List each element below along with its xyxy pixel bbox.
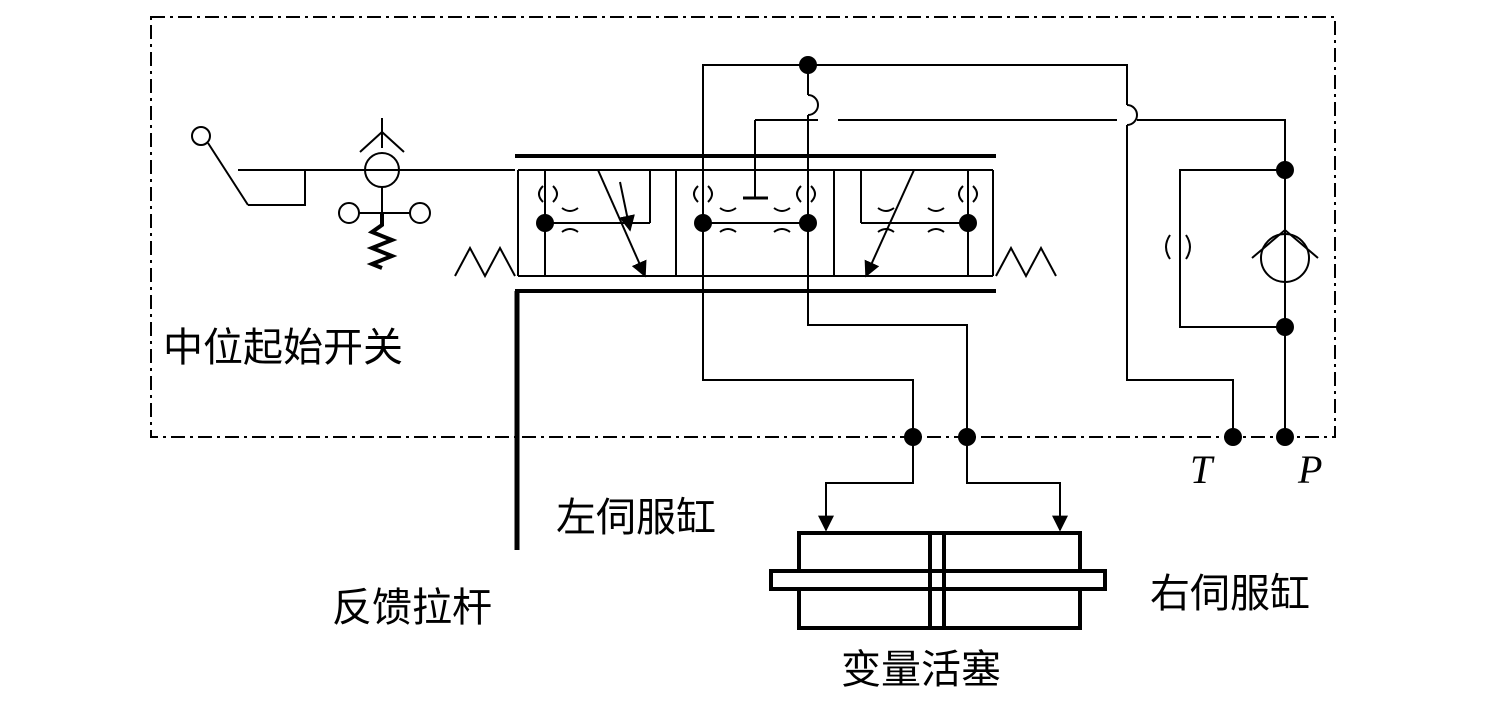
feedback-rod-label: 反馈拉杆	[332, 585, 492, 631]
variable-piston-cylinder	[769, 531, 1107, 630]
left-servo-cylinder-label: 左伺服缸	[556, 495, 716, 541]
right-servo-cylinder-label: 右伺服缸	[1150, 571, 1310, 617]
neutral-start-switch-label: 中位起始开关	[163, 325, 403, 371]
port-t-label: T	[1190, 447, 1213, 492]
valve-housing-boundary	[150, 16, 1336, 438]
supply-check-valve	[1165, 169, 1319, 328]
servo-valve-spool	[454, 120, 1057, 293]
neutral-start-switch-symbol	[191, 118, 515, 270]
variable-piston-label: 变量活塞	[841, 647, 1001, 693]
cylinder-lines	[818, 437, 1068, 532]
port-p-label: P	[1298, 447, 1323, 492]
junction-dots	[536, 56, 1294, 446]
